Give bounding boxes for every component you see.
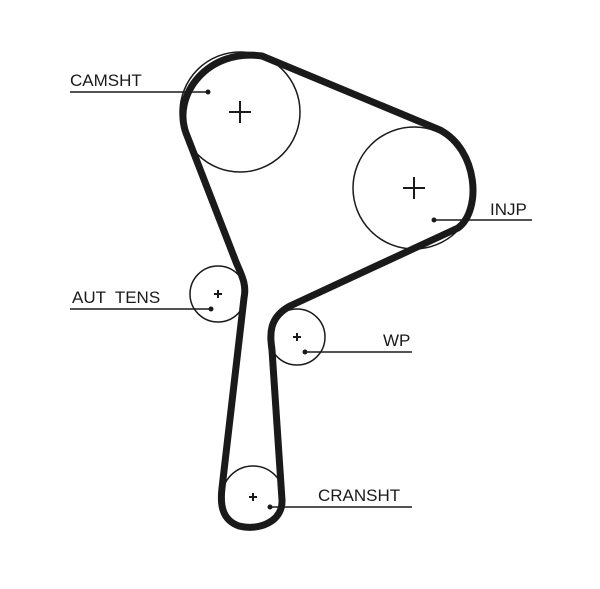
crankshaft-center-mark [249, 493, 257, 501]
camshaft-label: CAMSHT [70, 71, 142, 90]
water-pump-center-mark [293, 333, 301, 341]
water-pump-label: WP [383, 331, 410, 350]
camshaft-center-mark [229, 101, 251, 123]
crankshaft-leader-dot [267, 504, 273, 510]
crankshaft-label: CRANSHT [318, 486, 400, 505]
injection-pump-label: INJP [490, 200, 527, 219]
water-pump-leader-dot [302, 349, 308, 355]
auto-tensioner-center-mark [214, 290, 222, 298]
injection-pump-leader-dot [431, 217, 437, 223]
camshaft-leader-dot [205, 89, 211, 95]
injection-pump-center-mark [403, 177, 425, 199]
auto-tensioner-leader-dot [208, 306, 214, 312]
auto-tensioner-label: AUT TENS [72, 288, 160, 307]
